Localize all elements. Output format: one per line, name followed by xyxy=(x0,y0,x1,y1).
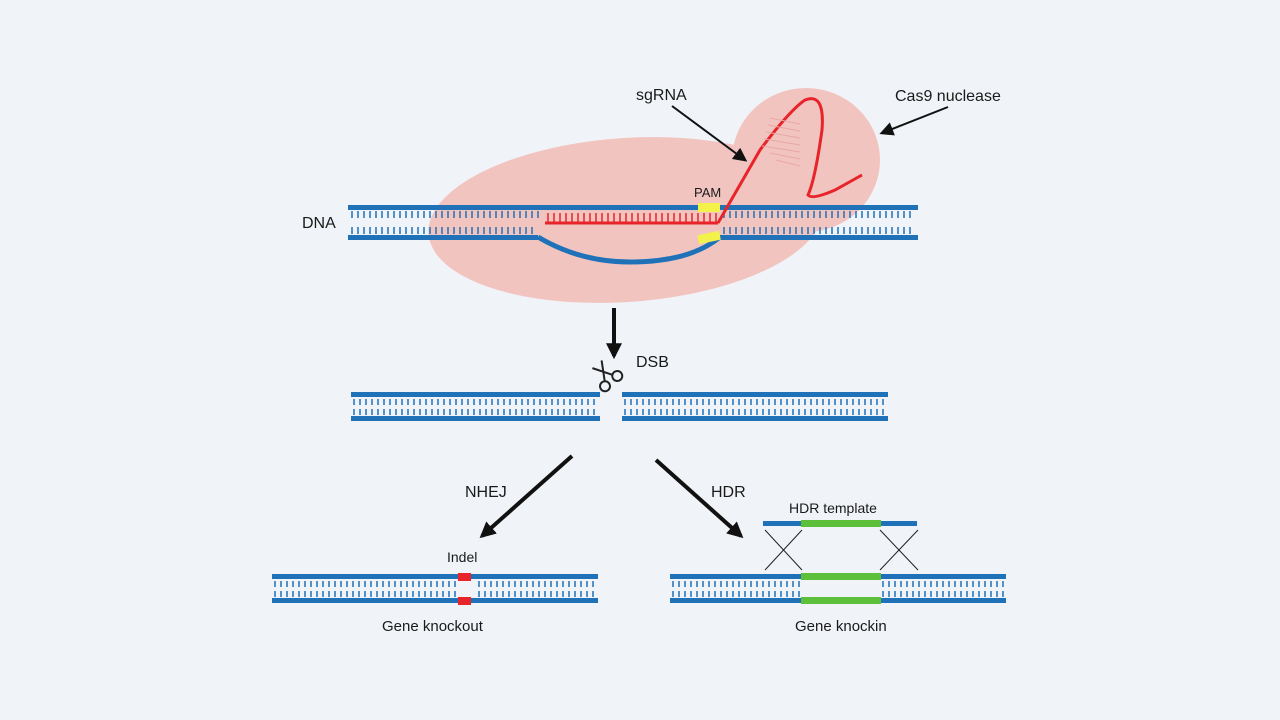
dna-base-pairs-top xyxy=(351,211,911,218)
nhej-arrow xyxy=(479,454,574,539)
dsb-label: DSB xyxy=(636,354,669,371)
dna-target xyxy=(348,97,918,265)
sgrna-base-pairs xyxy=(547,213,717,222)
dna-knockin xyxy=(670,573,1006,604)
dna-broken-left-top xyxy=(351,392,600,397)
dna-bottom-strand-right xyxy=(720,235,918,240)
indel-bottom xyxy=(458,597,471,605)
sgrna-hairpin-pairs xyxy=(761,117,801,167)
gene-knockout-label: Gene knockout xyxy=(382,618,484,635)
knockin-insert-bottom xyxy=(801,597,881,604)
cas9-label: Cas9 nuclease xyxy=(895,88,1001,105)
cas9-pointer-arrow xyxy=(879,106,949,136)
hdr-label: HDR xyxy=(711,484,746,501)
scissors-icon xyxy=(592,360,624,393)
sgrna-scaffold xyxy=(716,97,863,224)
dna-knockout xyxy=(272,573,598,605)
dna-label: DNA xyxy=(302,215,336,232)
pam-top xyxy=(698,203,720,212)
knockout-bottom-strand xyxy=(272,598,598,603)
pam-bottom xyxy=(697,230,721,245)
nhej-label: NHEJ xyxy=(465,484,507,501)
dna-top-strand xyxy=(348,205,918,210)
cas9-protein-lobe xyxy=(732,88,880,232)
dna-displaced-strand xyxy=(536,234,722,265)
knockout-base-pairs xyxy=(274,581,594,597)
hdr-template-label: HDR template xyxy=(789,500,877,516)
dna-broken-left-bottom xyxy=(351,416,600,421)
sgrna-pointer-arrow xyxy=(671,105,748,162)
dna-broken-right-top xyxy=(622,392,888,397)
knockout-top-strand xyxy=(272,574,598,579)
dna-broken xyxy=(351,392,888,421)
dna-broken-base-pairs xyxy=(353,399,884,415)
recombination-crosses xyxy=(764,529,919,571)
cas9-complex xyxy=(428,88,880,303)
indel-label: Indel xyxy=(447,549,477,565)
hdr-template-insert xyxy=(801,520,881,527)
dna-bottom-strand-left xyxy=(348,235,538,240)
hdr-template xyxy=(763,520,917,527)
dna-base-pairs-bottom xyxy=(351,227,911,234)
dna-broken-right-bottom xyxy=(622,416,888,421)
gene-knockin-label: Gene knockin xyxy=(795,618,887,635)
knockin-insert-top xyxy=(801,573,881,580)
pam-label: PAM xyxy=(694,185,721,200)
knockin-base-pairs xyxy=(672,581,1004,597)
hdr-arrow xyxy=(654,458,744,539)
indel-top xyxy=(458,573,471,581)
sgrna-label: sgRNA xyxy=(636,87,687,104)
